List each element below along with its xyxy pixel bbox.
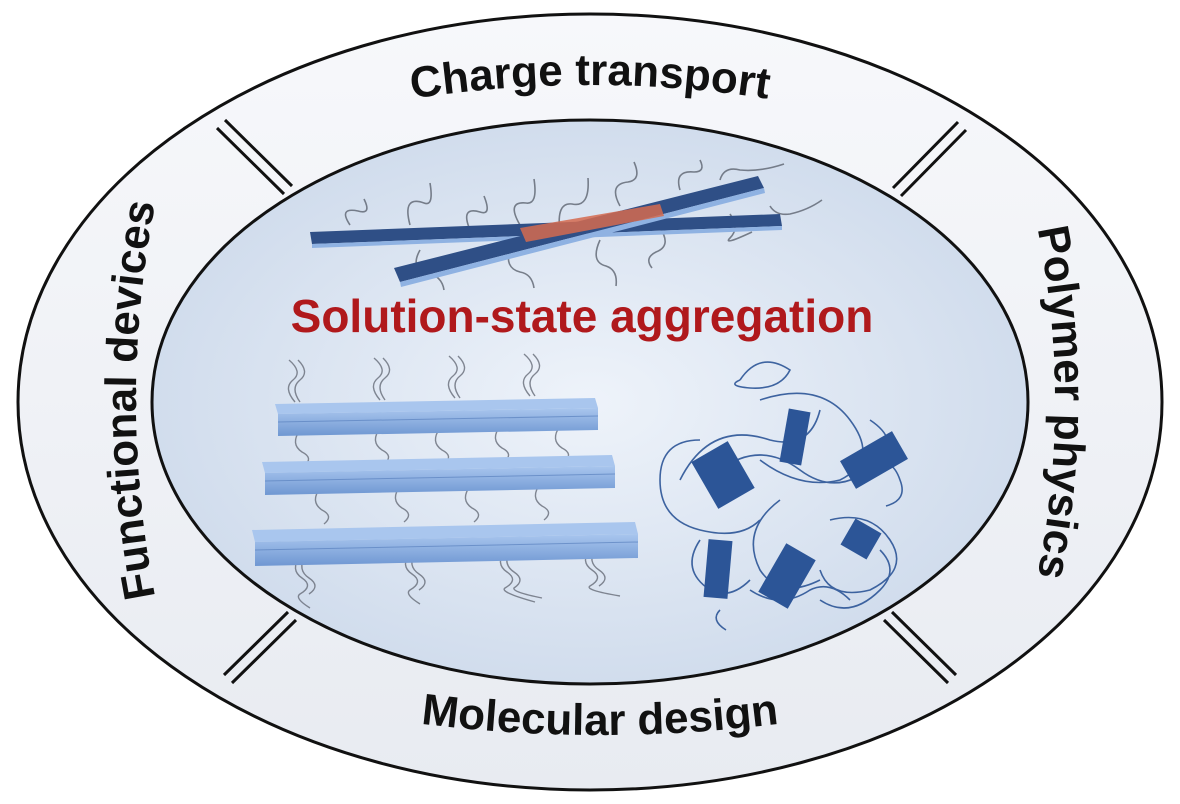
lamellar-stack-icon — [252, 353, 639, 609]
coil-block-2 — [779, 408, 811, 466]
divider-bottom-right — [882, 618, 950, 685]
divider-top-right — [891, 120, 960, 190]
coil-block-4 — [703, 539, 733, 599]
amorphous-coil-icon — [659, 361, 908, 631]
center-title: Solution-state aggregation — [291, 290, 874, 342]
divider-top-left — [223, 118, 294, 188]
ring-dividers — [215, 118, 968, 685]
divider-top-left-b — [215, 126, 286, 196]
divider-top-right-b — [899, 128, 968, 198]
coil-block-5 — [758, 543, 816, 609]
coil-block-1 — [691, 441, 755, 509]
coil-block-6 — [840, 518, 882, 560]
coil-block-3 — [840, 431, 908, 489]
crossed-nanoribbons-icon — [310, 159, 823, 291]
divider-bottom-left-b — [222, 610, 290, 677]
divider-bottom-left — [230, 618, 298, 685]
divider-bottom-right-b — [890, 610, 958, 677]
